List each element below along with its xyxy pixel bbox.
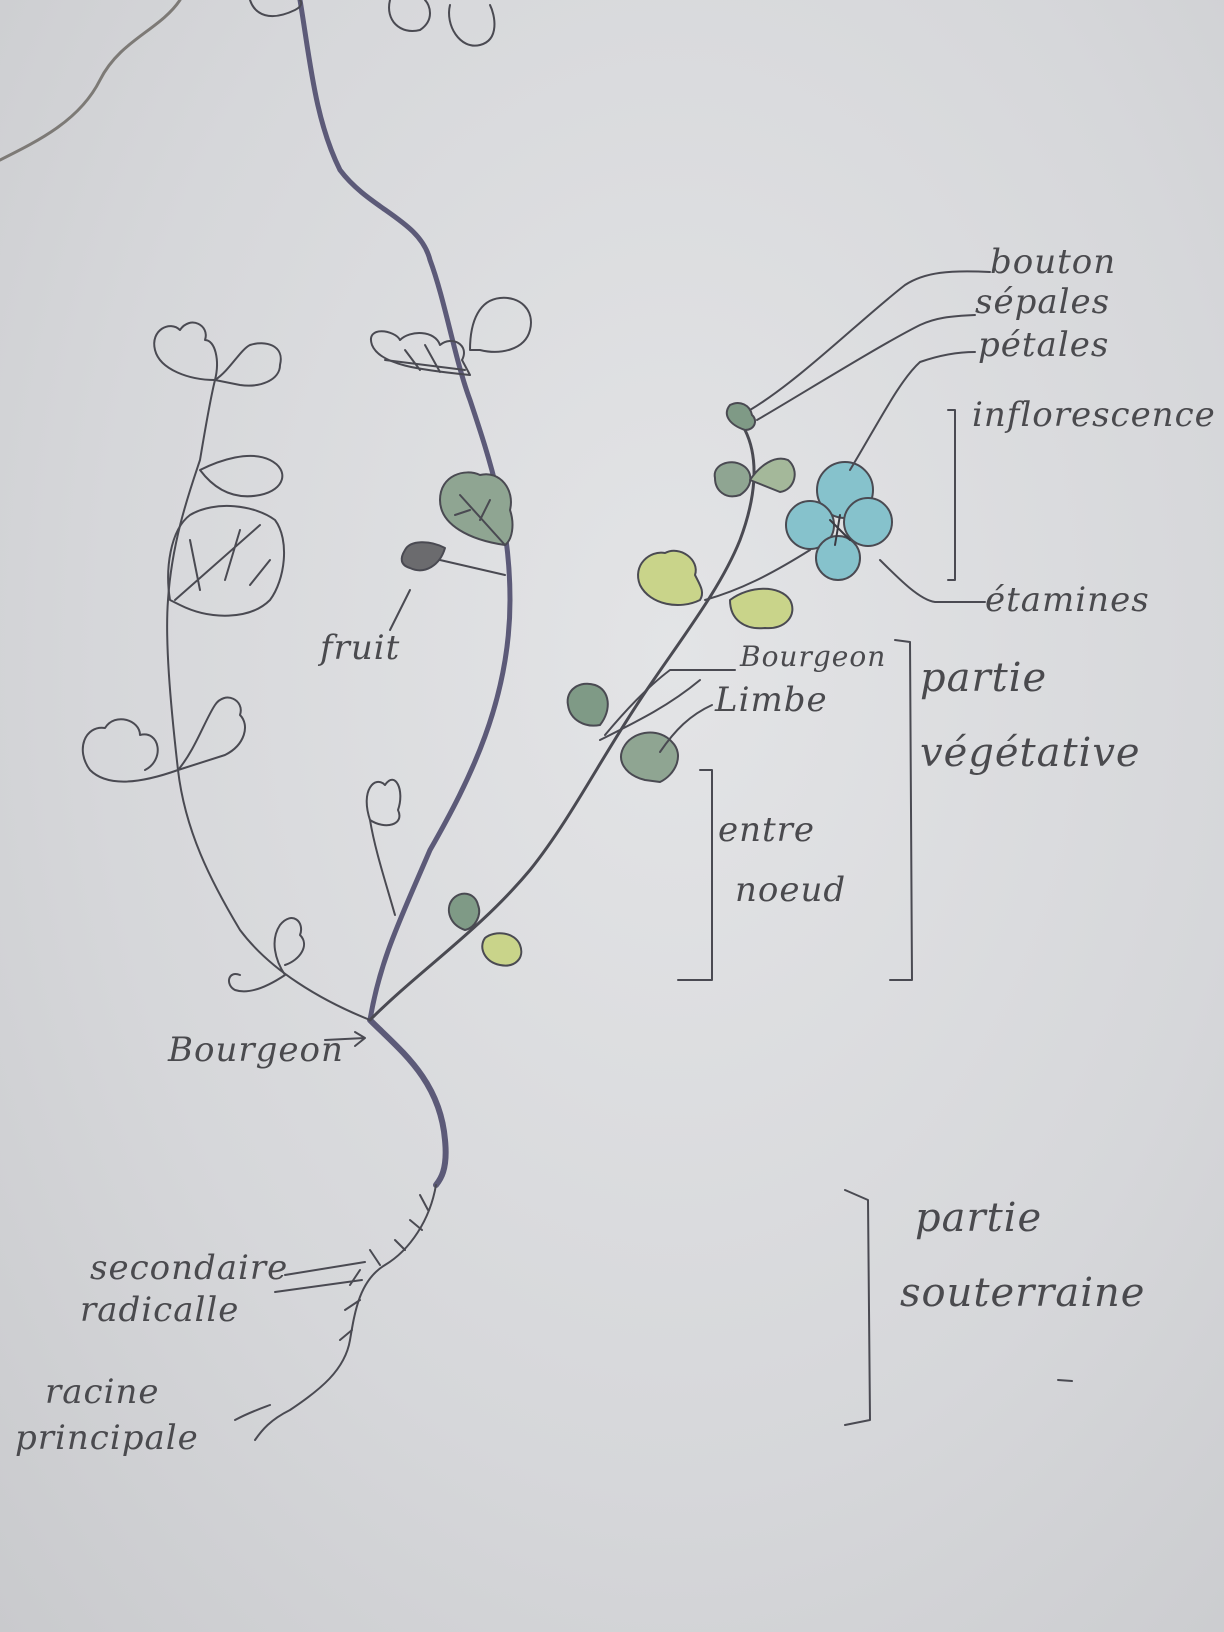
label-partie-souterraine-1: partie <box>915 1195 1043 1241</box>
leader-sepales <box>756 314 976 421</box>
top-leaf-3 <box>448 4 496 47</box>
leaf-right-7 <box>447 892 481 931</box>
leader-etamines <box>879 559 986 603</box>
leader-bourgeon-right <box>604 669 736 736</box>
top-leaf-1 <box>249 0 303 18</box>
leaf-left-3 <box>199 454 284 498</box>
leader-limbe <box>659 704 713 753</box>
flower <box>785 461 893 581</box>
paper-edge <box>0 0 182 162</box>
leaf-left-2 <box>214 342 282 387</box>
label-fruit: fruit <box>320 628 401 668</box>
bracket-souterraine <box>844 1189 871 1426</box>
leaf-right-8 <box>481 932 523 967</box>
label-inflorescence: inflorescence <box>972 395 1216 435</box>
leaf-right-4 <box>729 587 794 630</box>
stray-mark <box>1057 1379 1073 1382</box>
label-noeud: noeud <box>735 870 847 910</box>
leaf-right-5 <box>566 682 609 727</box>
top-leaf-2 <box>388 0 431 32</box>
label-partie-souterraine-2: souterraine <box>900 1270 1146 1316</box>
label-partie-vegetative-1: partie <box>920 655 1048 701</box>
label-racine-principale-2: principale <box>15 1418 199 1458</box>
bracket-inflorescence <box>947 409 956 581</box>
label-bouton: bouton <box>990 242 1117 282</box>
root-main <box>254 1184 437 1441</box>
leaf-upper-2 <box>469 296 532 353</box>
arrow-bourgeon <box>324 1031 366 1047</box>
leaf-mid-dark <box>439 471 514 546</box>
leaf-lower-1 <box>365 778 402 916</box>
label-racine-secondaire-2: radicalle <box>80 1290 240 1330</box>
fruit-pointer <box>389 589 411 631</box>
bracket-entre-noeud <box>677 769 713 981</box>
leaf-left-5 <box>81 718 179 783</box>
leader-principale <box>234 1404 271 1421</box>
leaf-right-1 <box>713 461 752 498</box>
leader-bouton <box>749 270 991 411</box>
label-limbe: Limbe <box>715 680 828 720</box>
label-entre: entre <box>718 810 816 850</box>
leader-petales <box>849 351 976 471</box>
label-partie-vegetative-2: végétative <box>920 730 1141 776</box>
left-branch <box>166 379 371 1021</box>
label-racine-principale-1: racine <box>45 1372 160 1412</box>
leaf-right-2 <box>749 457 796 493</box>
leader-secondaire-2 <box>274 1279 363 1293</box>
label-petales: pétales <box>978 325 1110 365</box>
leaf-left-4 <box>167 504 286 617</box>
label-sepales: sépales <box>975 282 1111 322</box>
right-branch <box>368 428 756 1022</box>
leaf-left-1 <box>153 321 218 381</box>
leaf-upper-1 <box>370 330 471 376</box>
label-racine-secondaire-1: secondaire <box>90 1248 289 1288</box>
leaf-left-6 <box>177 696 246 771</box>
fruit-mark <box>400 541 446 572</box>
label-bourgeon-left: Bourgeon <box>168 1030 344 1070</box>
main-stem <box>297 0 513 1023</box>
leaf-right-bud <box>725 402 757 431</box>
leaf-right-3 <box>637 549 704 606</box>
leaf-left-7 <box>228 917 305 993</box>
label-etamines: étamines <box>985 580 1150 620</box>
label-bourgeon-right: Bourgeon <box>740 640 887 673</box>
leader-secondaire-1 <box>284 1261 366 1276</box>
leaf-right-6 <box>620 731 679 783</box>
bracket-vegetative <box>889 639 913 981</box>
